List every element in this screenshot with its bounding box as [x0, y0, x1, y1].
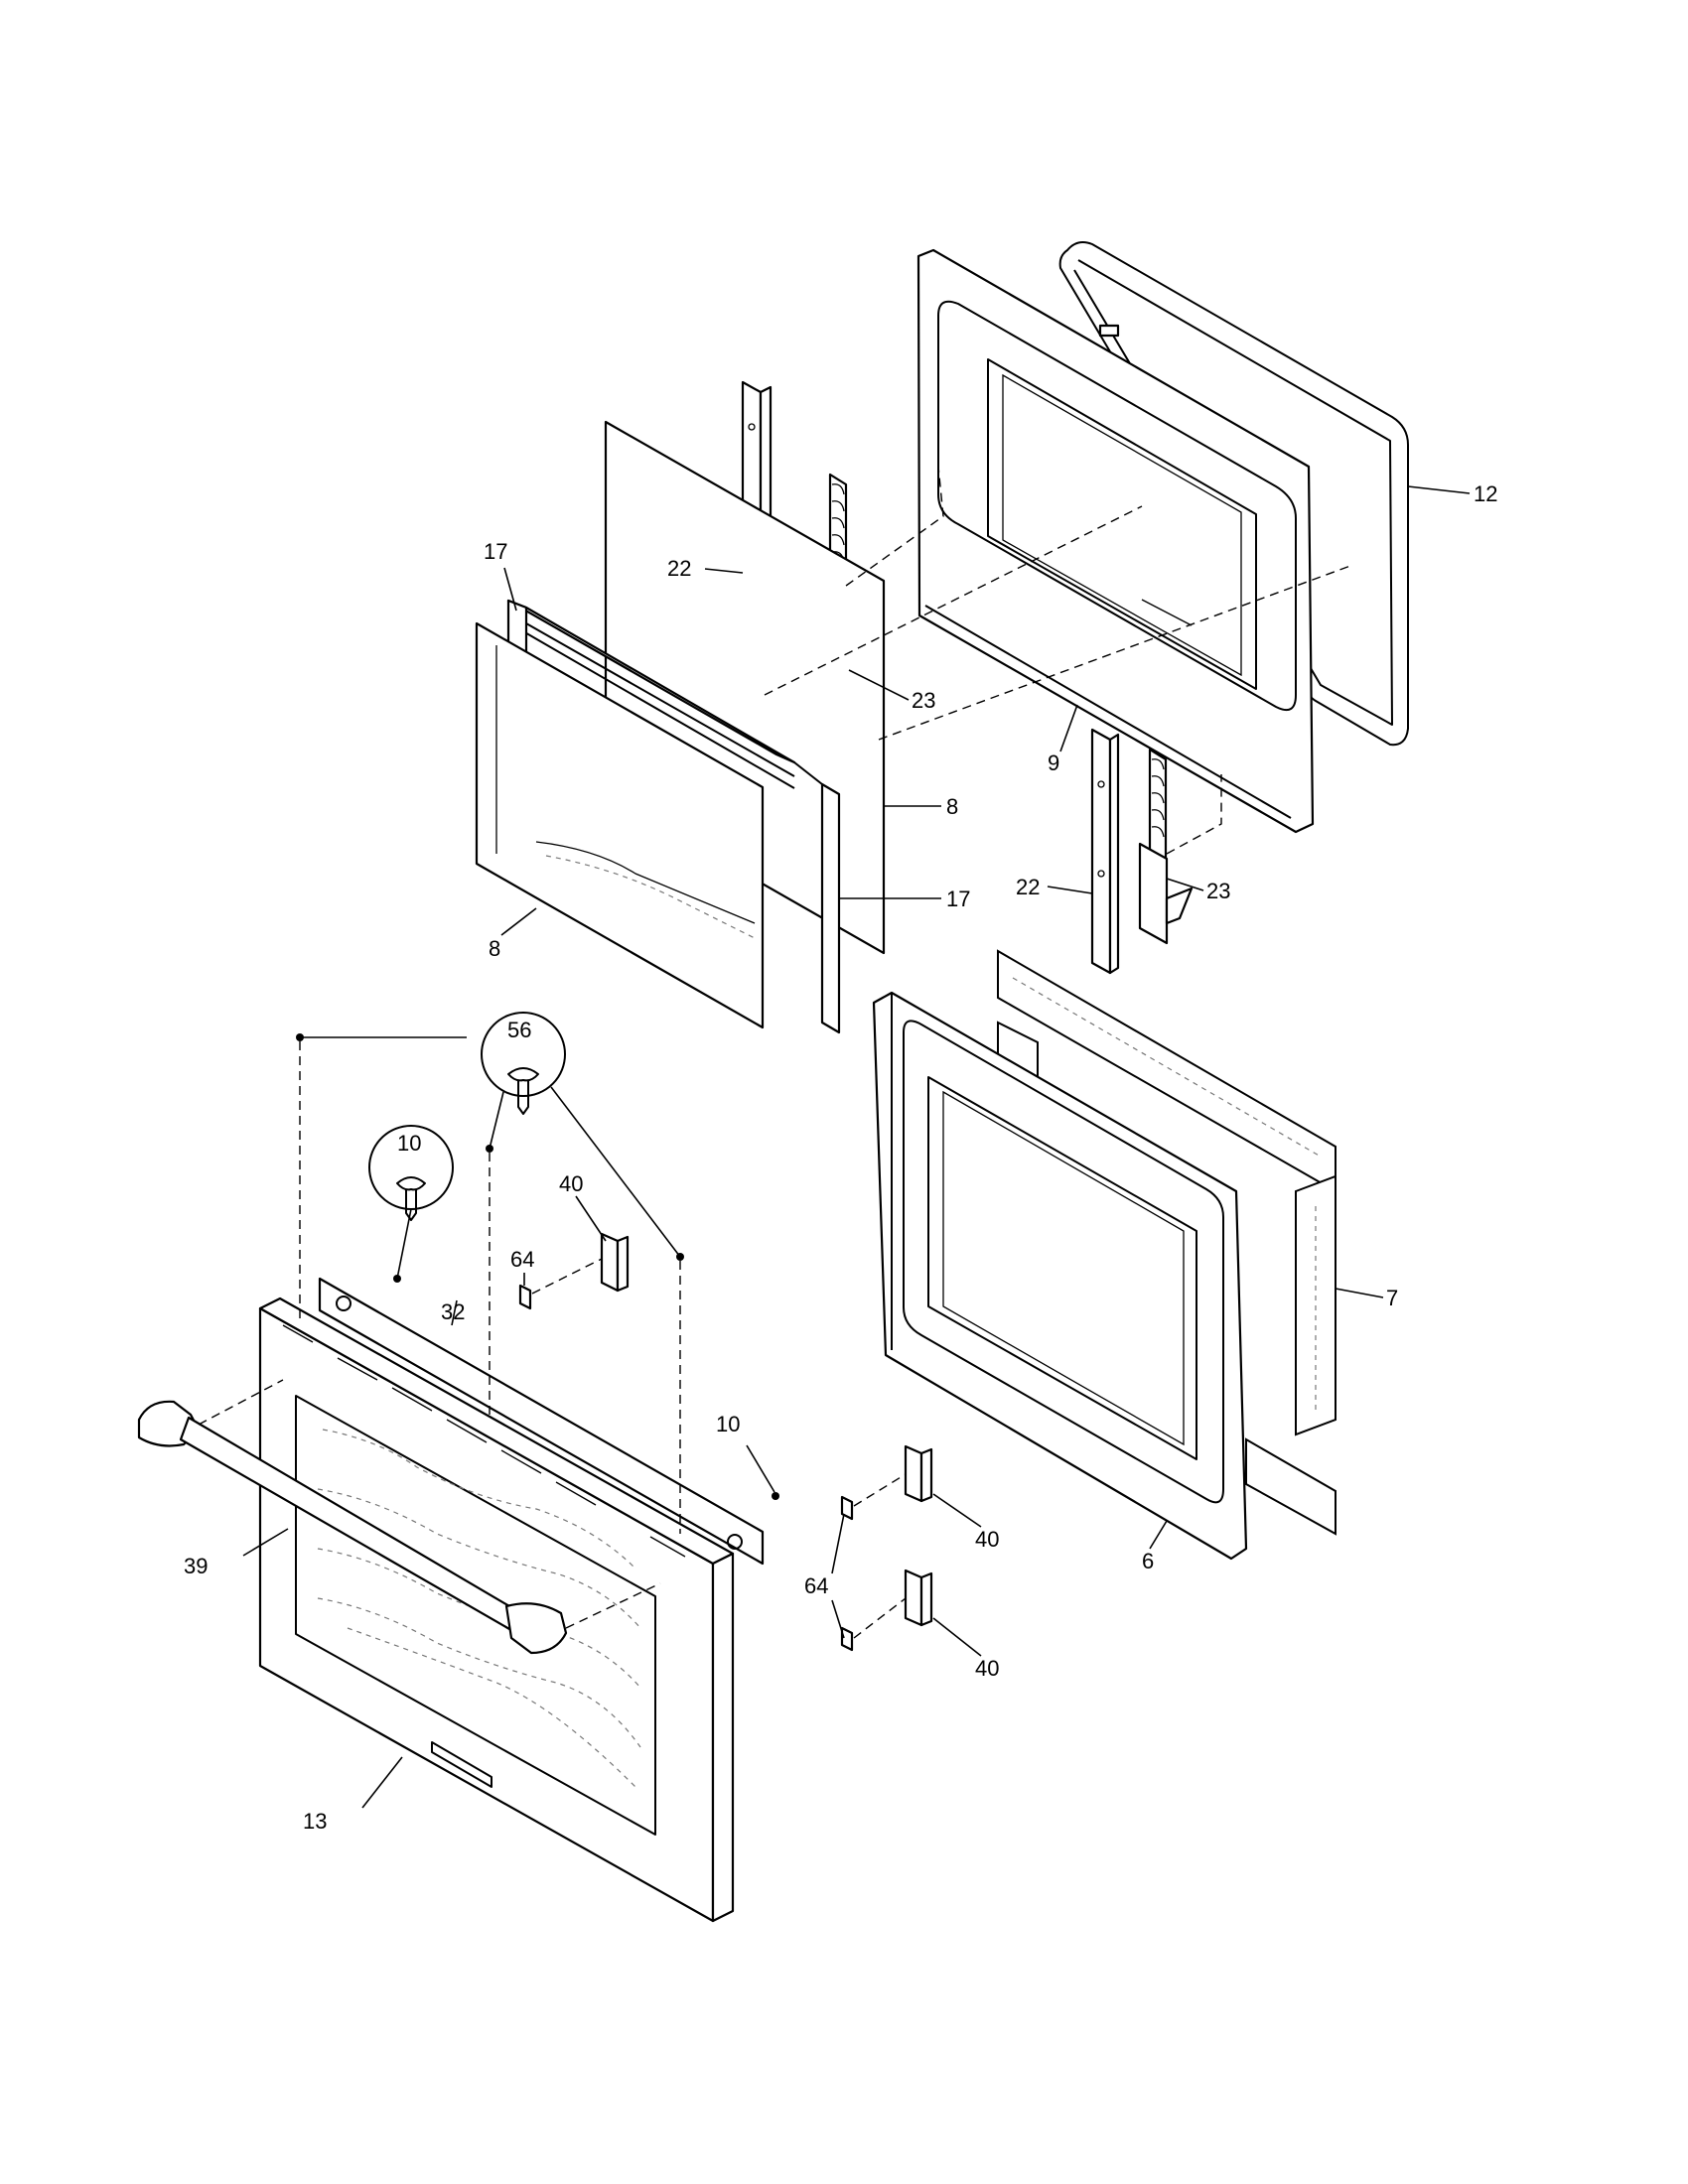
part-40-bracket-upper [600, 1232, 630, 1293]
leader-lines [242, 485, 1471, 1809]
callout-17-upper: 17 [484, 539, 507, 564]
callout-8-front: 8 [489, 936, 500, 961]
callout-13: 13 [303, 1809, 327, 1834]
part-64-spacer-lower [840, 1626, 854, 1652]
callout-40-lower: 40 [975, 1656, 999, 1681]
part-39-door-handle [137, 1400, 568, 1655]
callout-9: 9 [1048, 751, 1059, 775]
callout-12: 12 [1474, 481, 1497, 506]
part-23-hinge-lower [1138, 748, 1194, 945]
callout-8-rear: 8 [946, 794, 958, 819]
callout-40-upper: 40 [559, 1171, 583, 1196]
gasket-clip [1098, 324, 1120, 338]
part-40-bracket-middle [904, 1444, 933, 1503]
part-32-vent-trim [282, 1277, 765, 1566]
callout-64-lower: 64 [804, 1573, 828, 1598]
callout-labels: 12 17 22 23 9 8 17 22 23 8 56 10 40 64 3… [184, 481, 1497, 1834]
part-64-spacer-middle [840, 1495, 854, 1521]
callout-10-screw: 10 [716, 1412, 740, 1436]
callout-22-lower: 22 [1016, 875, 1040, 899]
callout-17-lower: 17 [946, 887, 970, 911]
callout-64-upper: 64 [510, 1247, 534, 1272]
callout-22-upper: 22 [667, 556, 691, 581]
part-8-front-glass [475, 621, 765, 1029]
callout-56: 56 [507, 1018, 531, 1042]
part-6-door-frame [872, 991, 1248, 1561]
part-64-spacer-upper [518, 1284, 532, 1310]
callout-23-upper: 23 [912, 688, 935, 713]
callout-32: 32 [441, 1299, 465, 1324]
callout-40-middle: 40 [975, 1527, 999, 1552]
detail-circle-56 [481, 1012, 566, 1115]
callout-6: 6 [1142, 1549, 1154, 1573]
callout-7: 7 [1386, 1286, 1398, 1310]
part-22-hinge-receptacle-lower [1090, 728, 1120, 975]
callout-39: 39 [184, 1554, 208, 1578]
callout-10-detail: 10 [397, 1131, 421, 1156]
callout-23-lower: 23 [1206, 879, 1230, 903]
part-40-bracket-lower [904, 1569, 933, 1627]
assembly-dashed-lines [198, 466, 1351, 1639]
part-9-inner-door-liner [916, 248, 1315, 834]
